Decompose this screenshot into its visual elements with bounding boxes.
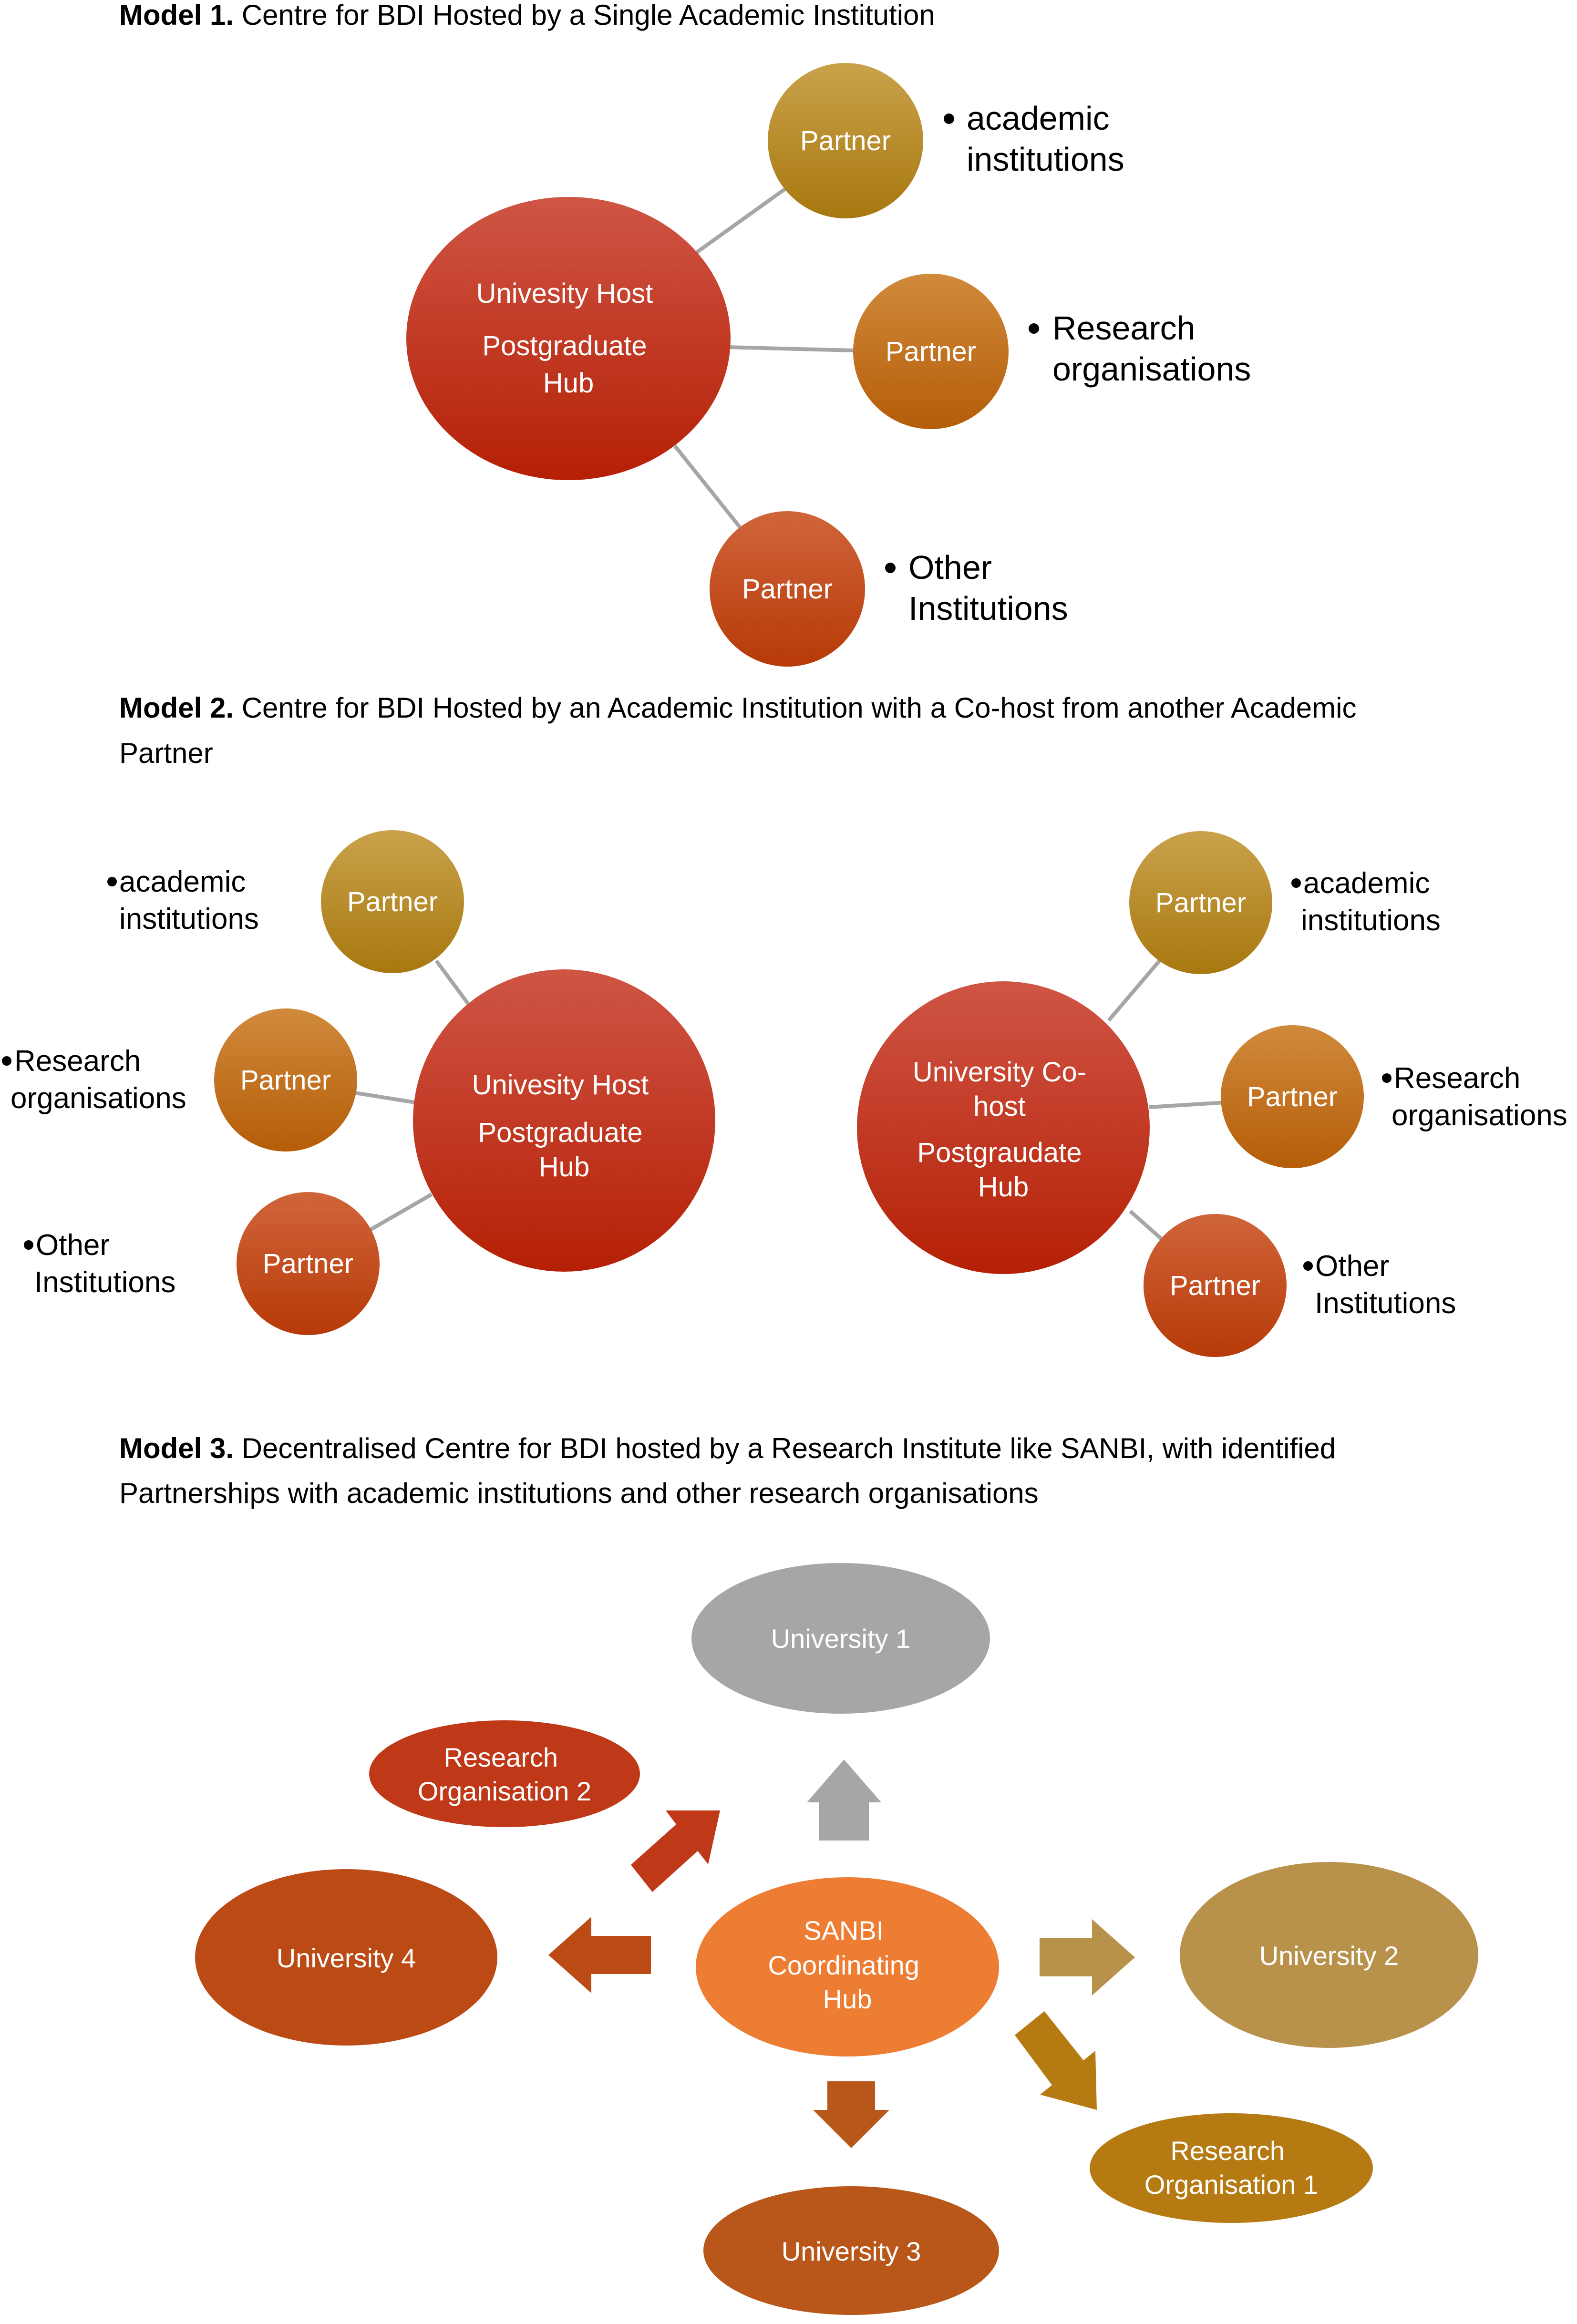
model2-cohost-partner-2	[1221, 1025, 1364, 1168]
model2-cohost-bullet-dot-3	[1303, 1261, 1313, 1271]
model3-research-org1-label: Research Organisation 1	[1144, 2136, 1318, 2200]
model1-bullet-dot-1	[944, 113, 954, 124]
model2-cohost-partner-2-label: Partner	[1247, 1081, 1338, 1112]
model2-host-circle	[413, 969, 715, 1272]
model2-cohost-connector-1	[1107, 955, 1165, 1022]
model2-host-label: Univesity Host Postgraduate Hub	[472, 1069, 657, 1183]
model2-cohost-bullet-1: academic institutions	[1301, 867, 1441, 937]
model2-cohost-connector-2	[1149, 1100, 1226, 1109]
model1-bullet-dot-2	[1029, 323, 1039, 334]
model2-host-partner-3	[237, 1192, 380, 1335]
model1-connector-1	[695, 184, 791, 255]
model3-university2-label: University 2	[1259, 1941, 1399, 1971]
model2-host-bullet-dot-1	[107, 877, 117, 886]
model2-host-connector-2	[355, 1091, 415, 1104]
model3-sanbi-hub	[696, 1877, 999, 2057]
model2: Model 2. Centre for BDI Hosted by an Aca…	[2, 692, 1567, 1357]
model1-partner-1-label: Partner	[800, 125, 891, 156]
model2-host-partner-2	[214, 1008, 357, 1152]
model3-arrow-left-icon	[548, 1917, 651, 1993]
model2-host-partner-1	[321, 830, 464, 973]
model2-host-partner-3-label: Partner	[263, 1248, 353, 1279]
model3-university4	[195, 1869, 497, 2046]
model1-connector-3	[673, 444, 743, 531]
model2-host-bullet-1: academic institutions	[119, 865, 259, 936]
model1-bullet-2: Research organisations	[1052, 309, 1251, 388]
model1-bullet-1: academic institutions	[967, 100, 1124, 178]
model3-arrow-down-icon	[813, 2081, 889, 2148]
model1-partner-3-label: Partner	[742, 574, 833, 605]
model3: Model 3. Decentralised Centre for BDI ho…	[119, 1432, 1478, 2315]
model3-university1	[691, 1563, 990, 1714]
model2-host-partner-2-label: Partner	[240, 1065, 331, 1096]
model2-cohost-bullet-3: Other Institutions	[1315, 1250, 1456, 1320]
model1-connector-2	[727, 345, 854, 352]
model2-cohost-partner-3	[1144, 1214, 1287, 1357]
model3-university4-label: University 4	[277, 1943, 416, 1973]
model2-cohost-bullet-dot-1	[1291, 878, 1301, 888]
model3-research-org1	[1090, 2113, 1373, 2223]
model3-university2	[1180, 1862, 1478, 2048]
model1-host-circle	[406, 197, 731, 480]
model1-bullet-dot-3	[885, 563, 896, 573]
model1-bullet-3: Other Institutions	[908, 549, 1068, 627]
model2-heading: Model 2. Centre for BDI Hosted by an Aca…	[119, 692, 1364, 769]
model3-arrow-downright-icon	[1015, 2011, 1097, 2110]
model2-host-partner-1-label: Partner	[347, 886, 438, 917]
model2-cohost-label: University Co- host Postgraudate Hub	[913, 1057, 1094, 1203]
model3-university1-label: University 1	[771, 1624, 911, 1654]
model1-host-label: Univesity Host Postgraduate Hub	[476, 278, 661, 399]
model1-partner-3	[710, 511, 865, 667]
model2-host-bullet-dot-3	[24, 1240, 33, 1250]
model3-arrow-upleft-icon	[631, 1810, 720, 1892]
model3-sanbi-hub-label: SANBI Coordinating Hub	[768, 1915, 927, 2014]
model3-university3-label: University 3	[782, 2236, 921, 2266]
model1-partner-2	[853, 274, 1009, 429]
model3-research-org2	[369, 1720, 640, 1827]
model2-host-bullet-3: Other Institutions	[34, 1229, 175, 1299]
model3-research-org2-label: Research Organisation 2	[418, 1742, 591, 1806]
model2-cohost-circle	[857, 981, 1150, 1274]
model1-partner-2-label: Partner	[886, 336, 976, 367]
model2-cohost-partner-1-label: Partner	[1155, 887, 1246, 918]
model2-host-connector-3	[369, 1193, 433, 1232]
model1-partner-1	[768, 63, 923, 218]
model3-arrow-up-icon	[807, 1759, 881, 1841]
model2-cohost-partner-1	[1129, 831, 1272, 974]
model3-arrow-right-icon	[1040, 1919, 1135, 1995]
model2-host-bullet-2: Research organisations	[10, 1045, 186, 1115]
model2-cohost-partner-3-label: Partner	[1170, 1270, 1260, 1301]
model2-cohost-bullet-dot-2	[1382, 1073, 1391, 1083]
model2-host-bullet-dot-2	[2, 1056, 11, 1066]
model1: Model 1. Centre for BDI Hosted by a Sing…	[119, 0, 1251, 667]
model3-university3	[703, 2186, 999, 2315]
model1-heading: Model 1. Centre for BDI Hosted by a Sing…	[119, 0, 935, 31]
model2-cohost-bullet-2: Research organisations	[1391, 1062, 1567, 1132]
model3-heading: Model 3. Decentralised Centre for BDI ho…	[119, 1432, 1344, 1509]
